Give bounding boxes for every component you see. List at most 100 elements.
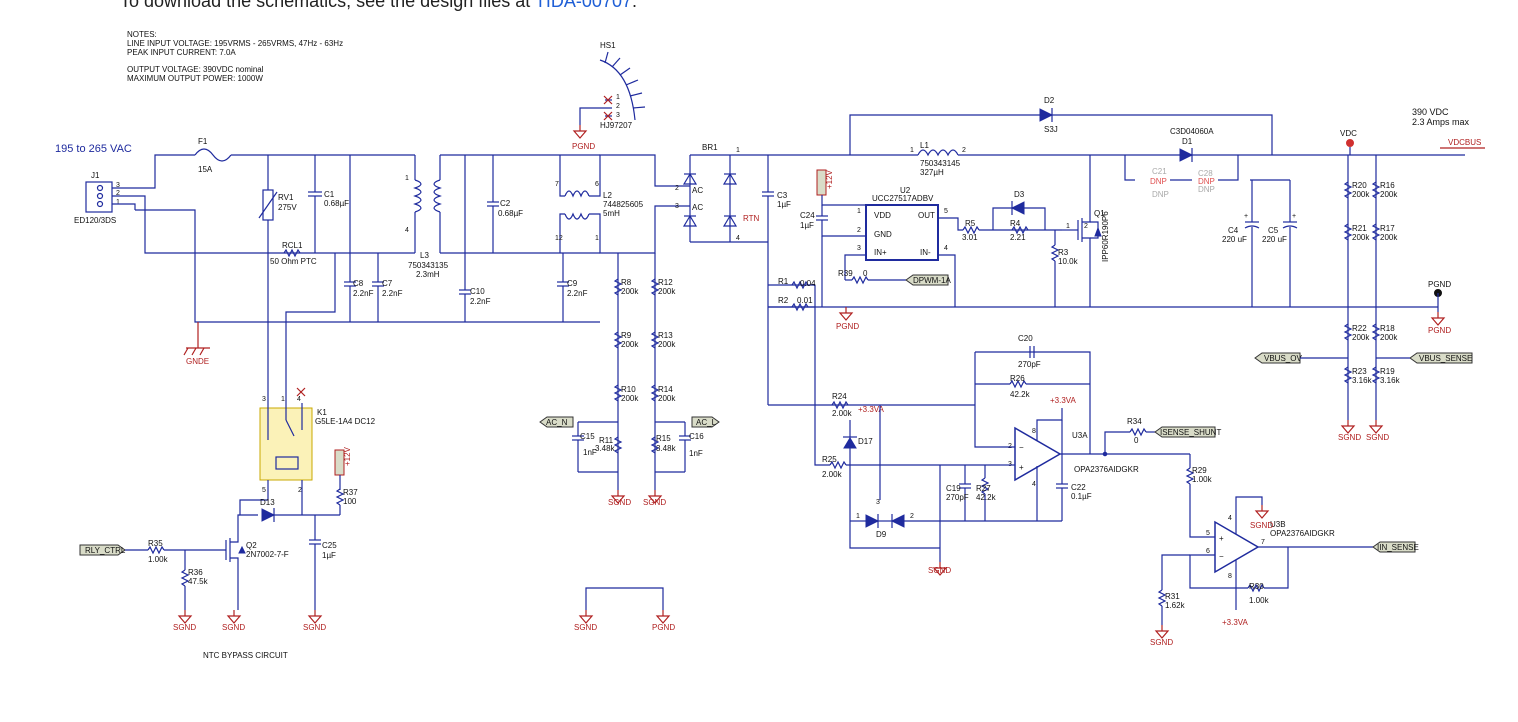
svg-text:D3: D3	[1014, 190, 1025, 199]
svg-text:12: 12	[555, 235, 563, 242]
flag-ac-n: AC_N	[539, 416, 574, 428]
caption-suffix: .	[631, 0, 637, 11]
svg-text:1: 1	[1066, 223, 1070, 230]
svg-text:DNP: DNP	[1150, 177, 1167, 186]
svg-text:U3A: U3A	[1072, 431, 1088, 440]
svg-text:PGND: PGND	[1428, 280, 1451, 289]
svg-text:ISENSE_SHUNT: ISENSE_SHUNT	[1160, 428, 1221, 437]
page-caption: To download the schematics, see the desi…	[120, 0, 637, 12]
svg-text:+12V: +12V	[825, 169, 834, 189]
svg-text:R15: R15	[656, 434, 671, 443]
svg-text:R20: R20	[1352, 181, 1367, 190]
svg-text:3.48k: 3.48k	[656, 444, 677, 453]
connector-j1: J1 ED120/3DS 321	[74, 171, 120, 225]
svg-text:−: −	[1219, 552, 1224, 561]
svg-text:1: 1	[857, 208, 861, 215]
svg-text:275V: 275V	[278, 203, 297, 212]
diode-d17	[843, 437, 857, 449]
svg-text:S3J: S3J	[1044, 125, 1058, 134]
svg-text:C16: C16	[689, 432, 704, 441]
svg-text:C1: C1	[324, 190, 335, 199]
flag-iin-sense: IIN_SENSE	[1372, 541, 1419, 553]
svg-text:220 uF: 220 uF	[1222, 235, 1247, 244]
svg-text:IN+: IN+	[874, 248, 887, 257]
svg-text:AC_N: AC_N	[546, 418, 568, 427]
svg-text:PGND: PGND	[836, 322, 859, 331]
svg-text:R39: R39	[838, 269, 853, 278]
svg-text:4: 4	[1228, 515, 1232, 522]
capacitor-c1: C1 0.68µF	[308, 155, 349, 253]
svg-text:L2: L2	[603, 191, 612, 200]
svg-text:C20: C20	[1018, 334, 1033, 343]
svg-text:2: 2	[962, 147, 966, 154]
svg-text:R11: R11	[599, 436, 614, 445]
svg-text:R4: R4	[1010, 219, 1021, 228]
svg-text:8: 8	[1032, 428, 1036, 435]
svg-text:200k: 200k	[1352, 190, 1370, 199]
svg-text:HS1: HS1	[600, 41, 616, 50]
diode-d2	[1039, 108, 1054, 122]
ptc-rcl1: RCL1 50 Ohm PTC	[270, 241, 317, 266]
svg-text:270pF: 270pF	[946, 493, 969, 502]
svg-text:1: 1	[736, 147, 740, 154]
svg-text:2: 2	[675, 185, 679, 192]
svg-text:200k: 200k	[658, 394, 676, 403]
svg-text:5: 5	[944, 208, 948, 215]
svg-text:D1: D1	[1182, 137, 1193, 146]
note-line: PEAK INPUT CURRENT: 7.0A	[127, 48, 236, 57]
svg-text:−: −	[1019, 443, 1024, 452]
fuse-f1	[194, 148, 232, 162]
svg-text:744825605: 744825605	[603, 200, 644, 209]
svg-text:1.00k: 1.00k	[1192, 475, 1213, 484]
svg-text:C3: C3	[777, 191, 788, 200]
svg-text:GND: GND	[874, 230, 892, 239]
svg-text:U3B: U3B	[1270, 520, 1286, 529]
design-files-link[interactable]: TIDA-00707	[534, 0, 632, 11]
svg-text:4: 4	[736, 235, 740, 242]
bridge-br1: BR1 AC AC 23 14	[675, 143, 740, 243]
svg-text:4: 4	[297, 396, 301, 403]
opamp-u3b: +− 56 48 7 U3B OPA2376AIDGKR	[1206, 515, 1335, 580]
svg-text:DNP: DNP	[1152, 190, 1169, 199]
svg-text:UCC27517ADBV: UCC27517ADBV	[872, 194, 934, 203]
svg-text:C15: C15	[580, 432, 595, 441]
svg-text:IPP60R190P6: IPP60R190P6	[1101, 211, 1110, 262]
svg-text:HJ97207: HJ97207	[600, 121, 633, 130]
diode-d13	[261, 508, 276, 522]
svg-text:220 uF: 220 uF	[1262, 235, 1287, 244]
note-line: NOTES:	[127, 30, 157, 39]
svg-text:OPA2376AIDGKR: OPA2376AIDGKR	[1074, 465, 1139, 474]
svg-text:PGND: PGND	[652, 623, 675, 632]
svg-text:3: 3	[616, 112, 620, 119]
svg-text:SGND: SGND	[222, 623, 245, 632]
svg-text:DNP: DNP	[1198, 177, 1215, 186]
svg-text:1: 1	[616, 94, 620, 101]
svg-text:R17: R17	[1380, 224, 1395, 233]
svg-text:5mH: 5mH	[603, 209, 620, 218]
svg-text:DPWM-1A: DPWM-1A	[913, 276, 951, 285]
svg-text:2: 2	[910, 513, 914, 520]
svg-text:C3D04060A: C3D04060A	[1170, 127, 1214, 136]
svg-text:0.1µF: 0.1µF	[1071, 492, 1092, 501]
input-voltage-label: 195 to 265 VAC	[55, 143, 132, 155]
svg-text:R5: R5	[965, 219, 976, 228]
svg-text:L3: L3	[420, 251, 429, 260]
ntc-bypass-caption: NTC BYPASS CIRCUIT	[203, 651, 288, 660]
svg-text:R1: R1	[778, 277, 789, 286]
svg-text:0: 0	[863, 269, 868, 278]
capacitor-c2: C2 0.68µF	[487, 155, 523, 253]
svg-text:AC_L: AC_L	[696, 418, 717, 427]
svg-text:R27: R27	[976, 484, 991, 493]
svg-text:D13: D13	[260, 498, 275, 507]
svg-text:1: 1	[281, 396, 285, 403]
svg-text:3: 3	[857, 245, 861, 252]
svg-text:SGND: SGND	[574, 623, 597, 632]
svg-text:2.21: 2.21	[1010, 233, 1026, 242]
f1-value: 15A	[198, 165, 213, 174]
svg-text:0: 0	[1134, 436, 1139, 445]
svg-text:200k: 200k	[1380, 190, 1398, 199]
